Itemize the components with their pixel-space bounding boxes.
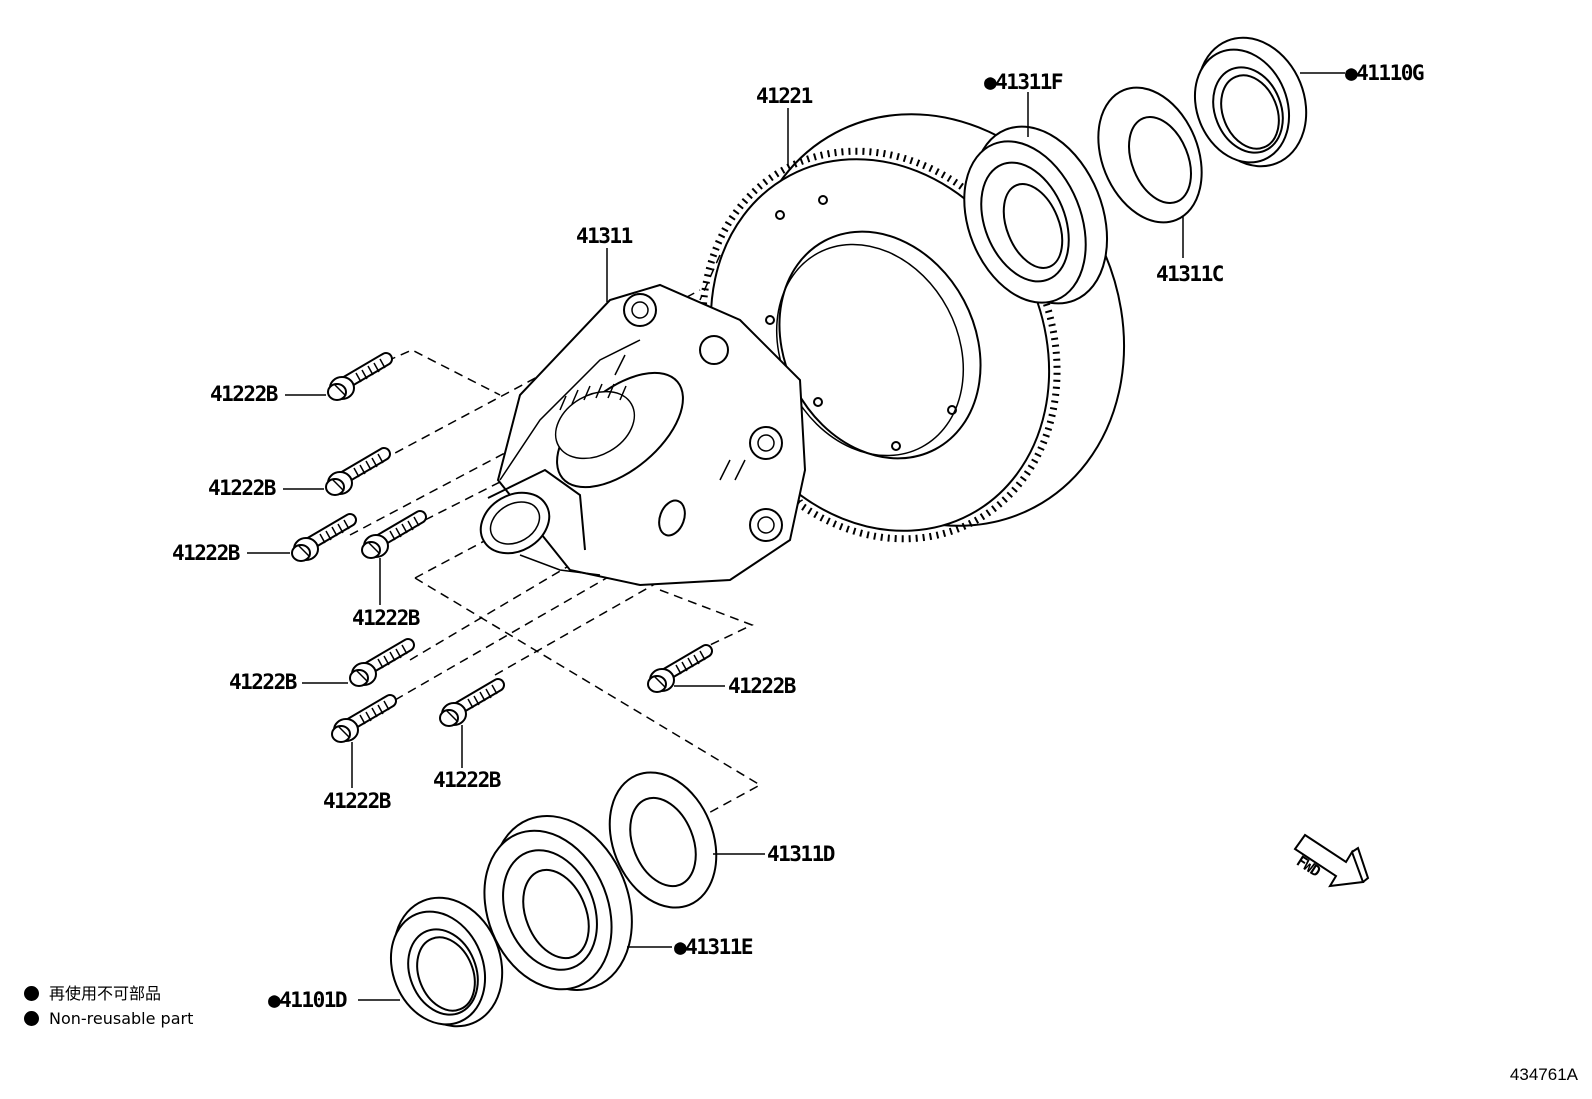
label-41222b-8: 41222B [728,674,796,698]
label-41222b-1: 41222B [210,382,278,406]
label-41221: 41221 [756,84,813,108]
bullet-icon [24,1011,39,1026]
label-41222b-6: 41222B [323,789,391,813]
legend-text-en: Non-reusable part [49,1009,194,1028]
legend-row-jp: 再使用不可部品 [24,986,161,1002]
label-41101d: ●41101D [268,988,348,1012]
label-41222b-3: 41222B [172,541,240,565]
shim-41311c [1097,86,1203,224]
legend-text-jp: 再使用不可部品 [49,984,162,1003]
label-41110g: ●41110G [1345,61,1425,85]
label-41222b-2: 41222B [208,476,276,500]
label-41222b-5: 41222B [229,670,297,694]
label-41311c: 41311C [1156,262,1224,286]
bullet-icon [24,986,39,1001]
diagram-id: 434761A [1509,1065,1578,1084]
bearing-41311e [483,814,633,992]
oil-seal-41110g [1193,36,1308,168]
label-41311: 41311 [576,224,633,248]
label-41311f: ●41311F [984,70,1064,94]
legend-row-en: Non-reusable part [24,1011,193,1027]
label-41311d: 41311D [767,842,835,866]
label-41311e: ●41311E [674,935,754,959]
fwd-arrow-icon [1293,833,1370,888]
leader-lines [247,72,1345,1001]
oil-seal-41101d [389,896,504,1028]
shim-41311d [608,771,718,909]
differential-case-41311 [479,283,807,587]
bearing-41311f [963,125,1109,305]
label-41222b-4: 41222B [352,606,420,630]
label-41222b-7: 41222B [433,768,501,792]
